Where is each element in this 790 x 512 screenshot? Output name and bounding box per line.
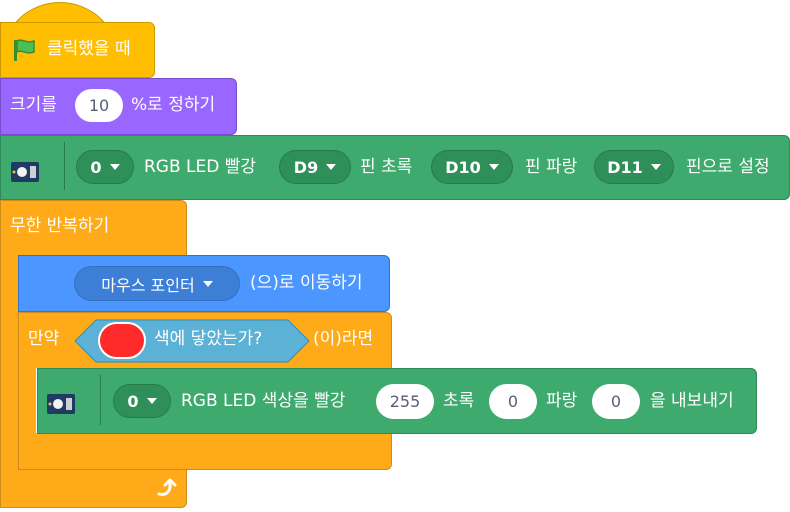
led-output-label-3: 파랑 <box>546 391 578 411</box>
led-module-icon <box>46 389 76 419</box>
led-setup-label-4: 핀으로 설정 <box>686 157 770 177</box>
set-size-label-pre: 크기를 <box>10 95 57 115</box>
led-module-icon <box>10 157 40 187</box>
forever-label: 무한 반복하기 <box>10 216 110 236</box>
chevron-down-icon <box>202 280 213 287</box>
led-index-dropdown[interactable]: 0 <box>76 150 134 184</box>
if-block-bottom[interactable] <box>18 433 392 470</box>
block-separator <box>64 142 65 190</box>
led-output-index-value: 0 <box>127 391 139 411</box>
led-setup-label-1: RGB LED 빨강 <box>144 157 257 177</box>
red-pin-dropdown[interactable]: D9 <box>279 150 351 184</box>
size-value-input[interactable]: 10 <box>75 89 123 122</box>
go-to-label: (으)로 이동하기 <box>250 273 363 293</box>
green-pin-value: D10 <box>445 157 481 177</box>
led-setup-label-3: 핀 파랑 <box>525 157 578 177</box>
led-output-label-1: RGB LED 색상을 빨강 <box>181 391 346 411</box>
red-pin-value: D9 <box>293 157 319 177</box>
chevron-down-icon <box>650 164 661 170</box>
touching-color-label: 색에 닿았는가? <box>154 329 263 349</box>
if-label-post: (이)라면 <box>313 329 374 349</box>
forever-block-top[interactable] <box>0 200 187 255</box>
green-pin-dropdown[interactable]: D10 <box>431 150 513 184</box>
set-size-label-post: %로 정하기 <box>131 95 216 115</box>
led-index-value: 0 <box>90 157 102 177</box>
led-output-index-dropdown[interactable]: 0 <box>113 384 171 418</box>
go-to-target-value: 마우스 포인터 <box>101 275 195 295</box>
led-output-label-4: 을 내보내기 <box>650 391 734 411</box>
when-flag-label: 클릭했을 때 <box>47 39 131 59</box>
red-value-input[interactable]: 255 <box>376 384 434 419</box>
go-to-target-dropdown[interactable]: 마우스 포인터 <box>74 266 240 301</box>
chevron-down-icon <box>109 164 120 170</box>
blue-value-input[interactable]: 0 <box>592 384 640 419</box>
blue-pin-value: D11 <box>607 157 643 177</box>
green-flag-icon <box>12 38 38 66</box>
if-block-side <box>18 367 36 434</box>
chevron-down-icon <box>146 398 157 404</box>
led-setup-label-2: 핀 초록 <box>360 157 413 177</box>
chevron-down-icon <box>488 164 499 170</box>
chevron-down-icon <box>326 164 337 170</box>
loop-arrow-icon <box>155 478 177 504</box>
color-swatch-input[interactable] <box>98 322 146 359</box>
block-separator <box>100 375 101 425</box>
if-label-pre: 만약 <box>28 329 60 349</box>
led-output-label-2: 초록 <box>443 391 475 411</box>
forever-block-side <box>0 254 18 472</box>
forever-block-bottom[interactable] <box>0 470 187 508</box>
blue-pin-dropdown[interactable]: D11 <box>594 150 674 184</box>
green-value-input[interactable]: 0 <box>489 384 537 419</box>
